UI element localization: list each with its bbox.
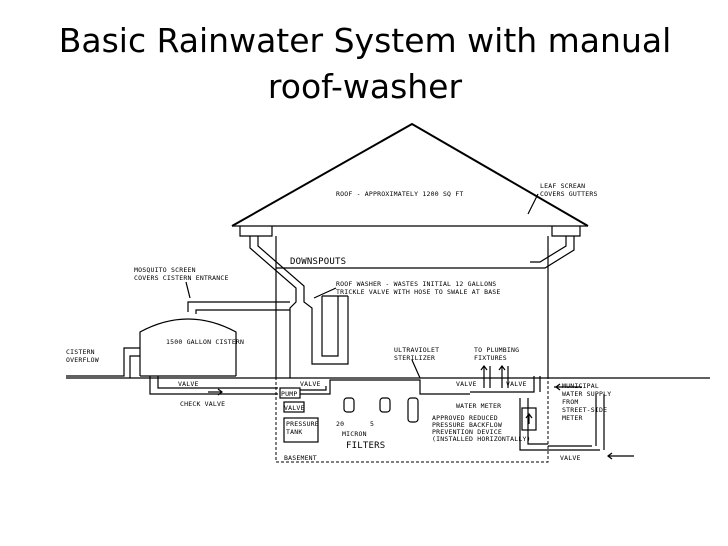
downspouts-label: DOWNSPOUTS: [290, 257, 346, 267]
uv-sterilizer-label-2: STERILIZER: [394, 354, 435, 362]
valve-label-meter: VALVE: [506, 380, 527, 388]
cistern-label: 1500 GALLON CISTERN: [166, 338, 244, 346]
slide-title-line-1: Basic Rainwater System with manual: [58, 21, 672, 60]
micron-filters: [343, 397, 419, 423]
municipal-label-1: MUNICIPAL: [562, 382, 599, 390]
check-valve-label: CHECK VALVE: [180, 400, 225, 408]
overflow-pipe: [66, 347, 140, 378]
uv-sterilizer-leader: [411, 359, 421, 379]
slide-title-line-2: roof-washer: [267, 67, 463, 106]
municipal-label-3: FROM: [562, 398, 578, 406]
downspout-left: [249, 236, 305, 296]
valve-label-cistern: VALVE: [178, 380, 199, 388]
valve-label-street: VALVE: [560, 454, 581, 462]
leaf-screen-leader: [527, 193, 539, 215]
roof-washer-label-1: ROOF WASHER - WASTES INITIAL 12 GALLONS: [336, 280, 496, 288]
roof-washer-label-2: TRICKLE VALVE WITH HOSE TO SWALE AT BASE: [336, 288, 501, 296]
pressure-tank: [283, 417, 319, 443]
valve-label-pump: VALVE: [300, 380, 321, 388]
slide-title: Basic Rainwater System with manual roof-…: [40, 18, 690, 110]
basement-label: BASEMENT: [284, 454, 317, 462]
cistern-outlet-pipe: [149, 376, 278, 396]
plumbing-outlets: [480, 365, 509, 388]
cistern-inlet-pipe: [187, 301, 290, 314]
roof-washer-tube: [289, 295, 349, 378]
mosquito-screen-label-2: COVERS CISTERN ENTRANCE: [134, 274, 229, 282]
pump-and-valves: [279, 379, 470, 413]
plumbing-label-1: TO PLUMBING: [474, 346, 519, 354]
valve-label-lower: VALVE: [284, 404, 305, 412]
overflow-label-2: OVERFLOW: [66, 356, 99, 364]
overflow-label-1: CISTERN: [66, 348, 95, 356]
pressure-tank-label-2: TANK: [286, 428, 302, 436]
mosquito-screen-leader: [185, 281, 191, 299]
backflow-label-4: (INSTALLED HORIZONTALLY): [432, 435, 531, 443]
roof-washer-leader: [313, 287, 337, 299]
micron-label: MICRON: [342, 430, 367, 438]
gutters: [239, 226, 581, 237]
downspout-right: [530, 236, 575, 269]
house-roof: [231, 122, 589, 227]
micron-20-label: 20: [336, 420, 344, 428]
backflow-label-1: APPROVED REDUCED: [432, 414, 498, 422]
municipal-label-5: METER: [562, 414, 583, 422]
cistern-tank: [139, 318, 237, 377]
micron-5-label: 5: [370, 420, 374, 428]
mosquito-screen-label-1: MOSQUITO SCREEN: [134, 266, 196, 274]
pressure-tank-label-1: PRESSURE: [286, 420, 319, 428]
leaf-screen-label-1: LEAF SCREAN: [540, 182, 585, 190]
filters-label: FILTERS: [346, 441, 385, 451]
backflow-label-3: PREVENTION DEVICE: [432, 428, 502, 436]
roof-label: ROOF - APPROXIMATELY 1200 SQ FT: [336, 190, 464, 198]
backflow-label-2: PRESSURE BACKFLOW: [432, 421, 502, 429]
municipal-label-2: WATER SUPPLY: [562, 390, 611, 398]
house-walls: [275, 236, 549, 378]
leaf-screen-label-2: COVERS GUTTERS: [540, 190, 598, 198]
pump-label: PUMP: [281, 390, 297, 398]
plumbing-label-2: FIXTURES: [474, 354, 507, 362]
municipal-supply-pipe: [470, 376, 634, 460]
valve-label-uv: VALVE: [456, 380, 477, 388]
water-meter-label: WATER METER: [456, 402, 501, 410]
uv-sterilizer-label-1: ULTRAVIOLET: [394, 346, 439, 354]
municipal-label-4: STREET-SIDE: [562, 406, 607, 414]
basement-outline: [275, 377, 549, 463]
